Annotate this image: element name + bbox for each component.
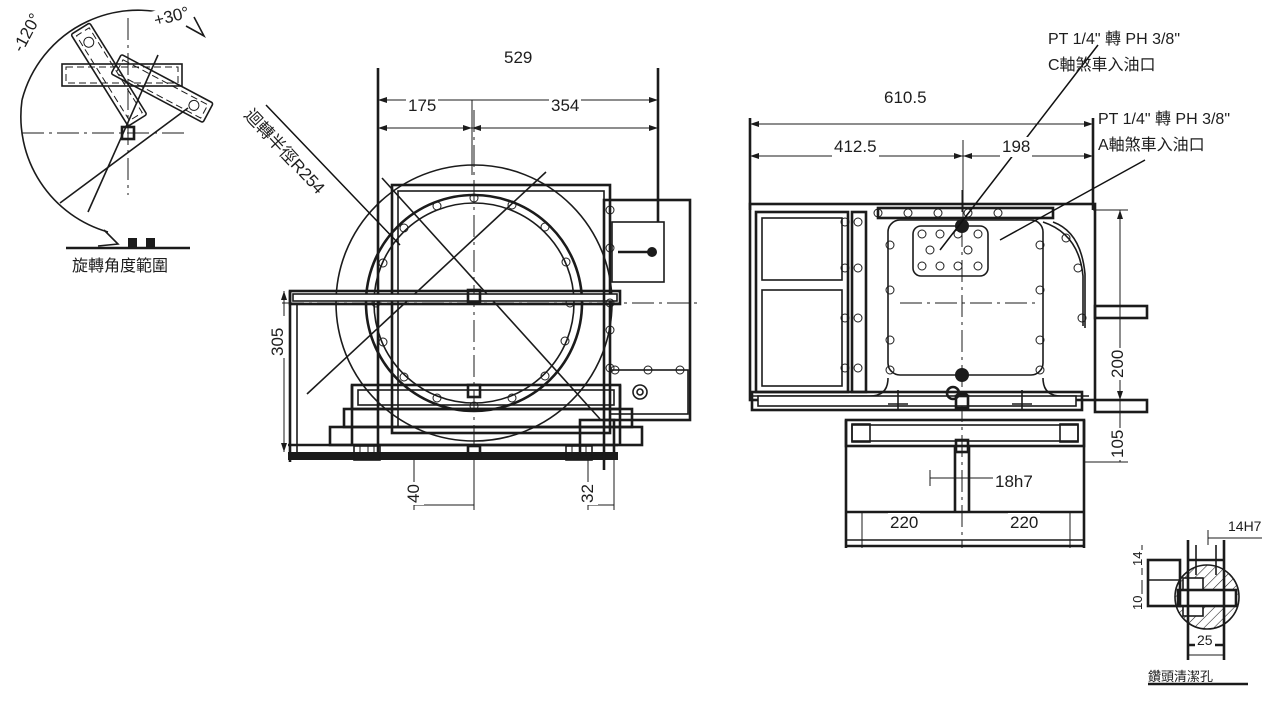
callout-a-axis-line1: PT 1/4" 轉 PH 3/8" bbox=[1098, 111, 1231, 128]
callout-c-axis-line2: C軸煞車入油口 bbox=[1048, 57, 1156, 74]
dim-key-height: 25 bbox=[1195, 632, 1215, 648]
dim-side-overall-width: 610.5 bbox=[882, 88, 929, 108]
key-detail-geometry bbox=[1141, 530, 1262, 686]
callout-a-axis-line2: A軸煞車入油口 bbox=[1098, 137, 1205, 154]
dim-bottom-left: 40 bbox=[404, 482, 424, 505]
dim-side-height-lower: 105 bbox=[1108, 427, 1128, 460]
dim-height-left: 305 bbox=[268, 325, 288, 358]
front-view-geometry bbox=[265, 68, 700, 510]
dim-key-width-top: 14 bbox=[1130, 549, 1145, 568]
dim-side-left-segment: 412.5 bbox=[832, 137, 879, 157]
dim-base-right: 220 bbox=[1008, 513, 1041, 533]
dim-overall-width: 529 bbox=[502, 48, 535, 68]
rotation-detail-caption: 旋轉角度範圍 bbox=[72, 258, 169, 275]
dim-right-segment: 354 bbox=[549, 96, 582, 116]
rotation-range-detail-geometry bbox=[20, 9, 214, 250]
dim-side-height-upper: 200 bbox=[1108, 347, 1128, 380]
key-detail-caption: 鑽頭清潔孔 bbox=[1148, 669, 1214, 684]
dim-key-width-bottom: 10 bbox=[1130, 593, 1145, 612]
dim-side-right-segment: 198 bbox=[1000, 137, 1033, 157]
dim-shaft-fit: 18h7 bbox=[993, 472, 1035, 492]
dim-bottom-right: 32 bbox=[578, 482, 598, 505]
side-view-geometry bbox=[748, 44, 1149, 548]
dim-left-segment: 175 bbox=[406, 96, 439, 116]
dim-bore-fit: 14H7 bbox=[1226, 518, 1264, 534]
callout-c-axis-line1: PT 1/4" 轉 PH 3/8" bbox=[1048, 31, 1181, 48]
dim-base-left: 220 bbox=[888, 513, 921, 533]
